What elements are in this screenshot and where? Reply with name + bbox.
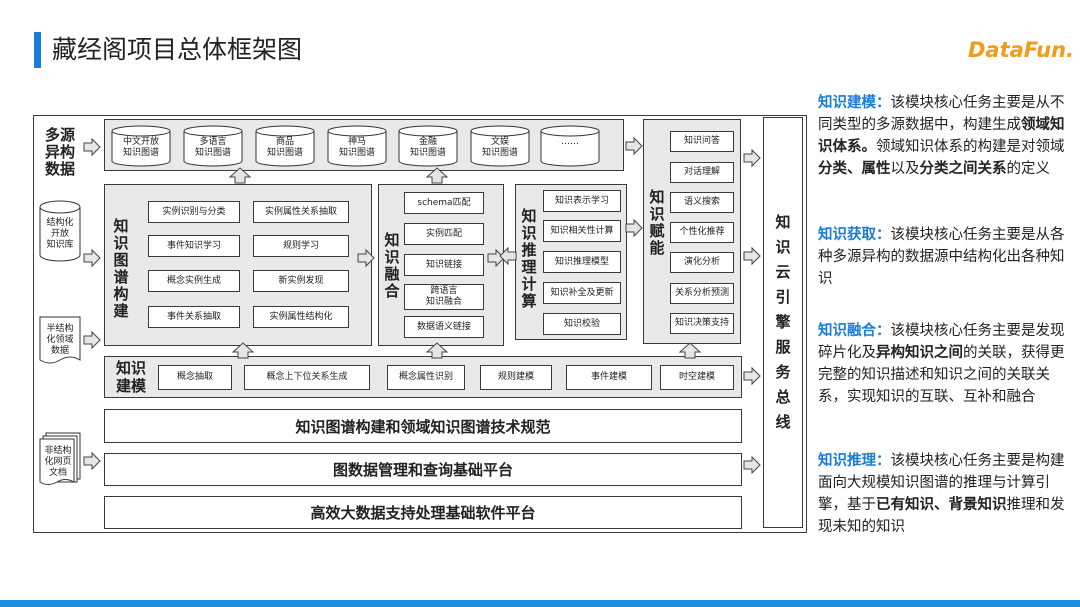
database-cylinder: 中文开放 知识图谱	[111, 125, 171, 167]
database-label: 中文开放 知识图谱	[122, 137, 159, 158]
kg-empower-item: 对话理解	[670, 162, 734, 183]
description-4: 知识推理：该模块核心任务主要是构建面向大规模知识图谱的推理与计算引擎，基于已有知…	[818, 450, 1076, 538]
unstructured-label: 非结构 化网页 文档	[44, 446, 72, 478]
database-label: 多语言 知识图谱	[194, 137, 231, 158]
description-text: 分类、属性	[818, 161, 891, 177]
database-label: 文娱 知识图谱	[481, 137, 518, 158]
description-text: 已有知识、背景知识	[876, 497, 1007, 513]
kg-build-item: 规则学习	[253, 235, 349, 257]
kg-build-item: 实例识别与分类	[148, 201, 240, 223]
database-label: 商品 知识图谱	[266, 137, 303, 158]
kg-empower-item: 个性化推荐	[670, 222, 734, 243]
database-cylinder: 商品 知识图谱	[255, 125, 315, 167]
description-keyword: 知识融合	[818, 323, 876, 339]
kg-empower-item: 知识问答	[670, 131, 734, 152]
kg-build-label: 知 识 图 谱 构 建	[113, 217, 129, 320]
kg-modeling-item: 概念属性识别	[387, 365, 465, 390]
kg-fusion-item: schema匹配	[404, 192, 484, 214]
description-keyword: 知识建模	[818, 95, 876, 111]
description-text: 该模块核心任务主要是构建面向大规模知识图谱的推理与计算引擎，基于	[818, 453, 1065, 513]
semi-structured-doc: 半结构 化领域 数据	[39, 316, 81, 368]
kg-reasoning-item: 知识相关性计算	[543, 220, 621, 242]
description-separator: ：	[876, 453, 891, 469]
description-text: 的定义	[1006, 161, 1051, 177]
kg-empower-item: 演化分析	[670, 252, 734, 273]
datafun-logo: DataFun.	[968, 38, 1075, 62]
database-cylinder: 金融 知识图谱	[398, 125, 458, 167]
database-cylinder: 多语言 知识图谱	[183, 125, 243, 167]
kg-fusion-item: 知识链接	[404, 254, 484, 276]
description-text: 该模块核心任务主要是从不同类型的多源数据中，构建生成	[818, 95, 1065, 133]
kg-reasoning-label: 知 识 推 理 计 算	[521, 207, 537, 310]
description-text: 的关联，获得更完整的知识描述和知识之间的关联关系，实现知识的互联、互补和融合	[818, 345, 1065, 405]
kg-reasoning-item: 知识表示学习	[543, 190, 621, 212]
kg-build-item: 事件关系抽取	[148, 306, 240, 328]
unstructured-doc-stack: 非结构 化网页 文档	[39, 432, 83, 490]
platform-bigdata-bar: 高效大数据支持处理基础软件平台	[104, 496, 742, 529]
description-1: 知识建模：该模块核心任务主要是从不同类型的多源数据中，构建生成领域知识体系。领域…	[818, 92, 1076, 180]
kg-fusion-item: 数据语义链接	[404, 316, 484, 338]
description-2: 知识获取：该模块核心任务主要是从各种多源异构的数据源中结构化出各种知识	[818, 224, 1076, 290]
description-text: 推理和发现未知的知识	[818, 497, 1065, 535]
kg-reasoning-item: 知识校验	[543, 313, 621, 335]
platform-graph-db-bar: 图数据管理和查询基础平台	[104, 453, 742, 486]
kg-empower-label: 知 识 赋 能	[649, 188, 665, 257]
kg-build-item: 概念实例生成	[148, 270, 240, 292]
kg-modeling-item: 概念上下位关系生成	[244, 365, 370, 390]
bottom-accent-line	[0, 600, 1080, 607]
description-3: 知识融合：该模块核心任务主要是发现碎片化及异构知识之间的关联，获得更完整的知识描…	[818, 320, 1076, 408]
cloud-engine-bus-label: 知 识 云 引 擎 服 务 总 线	[775, 213, 791, 431]
page-title: 藏经阁项目总体框架图	[52, 35, 303, 64]
kg-build-item: 事件知识学习	[148, 235, 240, 257]
description-keyword: 知识推理	[818, 453, 876, 469]
kg-empower-item: 知识决策支持	[670, 313, 734, 334]
structured-kb-label: 结构化 开放 知识库	[46, 218, 74, 250]
database-label: ……	[561, 137, 579, 147]
kg-build-item: 新实例发现	[253, 270, 349, 292]
description-text: 以及	[890, 161, 920, 177]
kg-fusion-item: 跨语言 知识融合	[404, 284, 484, 310]
description-keyword: 知识获取	[818, 227, 876, 243]
description-text: 该模块核心任务主要是发现碎片化及	[818, 323, 1065, 361]
title-accent-bar	[34, 32, 41, 68]
database-label: 金融 知识图谱	[409, 137, 446, 158]
description-text: 异构知识之间	[876, 345, 963, 361]
platform-spec-bar: 知识图谱构建和领域知识图谱技术规范	[104, 409, 742, 443]
description-separator: ：	[876, 95, 891, 111]
kg-reasoning-item: 知识推理模型	[543, 251, 621, 273]
kg-build-item: 实例属性结构化	[253, 306, 349, 328]
multi-source-heading: 多源 异构 数据	[44, 126, 75, 178]
database-cylinder: 神马 知识图谱	[327, 125, 387, 167]
kg-modeling-label: 知识 建模	[116, 359, 147, 395]
kg-modeling-item: 规则建模	[480, 365, 552, 390]
kg-fusion-item: 实例匹配	[404, 223, 484, 245]
cloud-engine-bus	[763, 117, 803, 528]
description-text: 领域知识体系的构建是对领域	[876, 139, 1065, 155]
database-cylinder: 文娱 知识图谱	[470, 125, 530, 167]
kg-reasoning-item: 知识补全及更新	[543, 282, 621, 304]
description-text: 分类之间关系	[919, 161, 1007, 177]
description-text: 领域知识体系。	[818, 117, 1065, 155]
semi-structured-label: 半结构 化领域 数据	[46, 324, 74, 356]
database-label: 神马 知识图谱	[338, 137, 375, 158]
kg-modeling-item: 事件建模	[566, 365, 652, 390]
kg-empower-item: 关系分析预测	[670, 283, 734, 304]
description-separator: ：	[876, 227, 891, 243]
kg-modeling-item: 时空建模	[660, 365, 734, 390]
kg-fusion-label: 知 识 融 合	[384, 231, 400, 300]
structured-kb-cylinder: 结构化 开放 知识库	[39, 200, 81, 262]
kg-empower-item: 语义搜索	[670, 192, 734, 213]
description-text: 该模块核心任务主要是从各种多源异构的数据源中结构化出各种知识	[818, 227, 1065, 287]
description-separator: ：	[876, 323, 891, 339]
kg-build-item: 实例属性关系抽取	[253, 201, 349, 223]
database-cylinder: ……	[540, 125, 600, 167]
kg-modeling-item: 概念抽取	[158, 365, 232, 390]
